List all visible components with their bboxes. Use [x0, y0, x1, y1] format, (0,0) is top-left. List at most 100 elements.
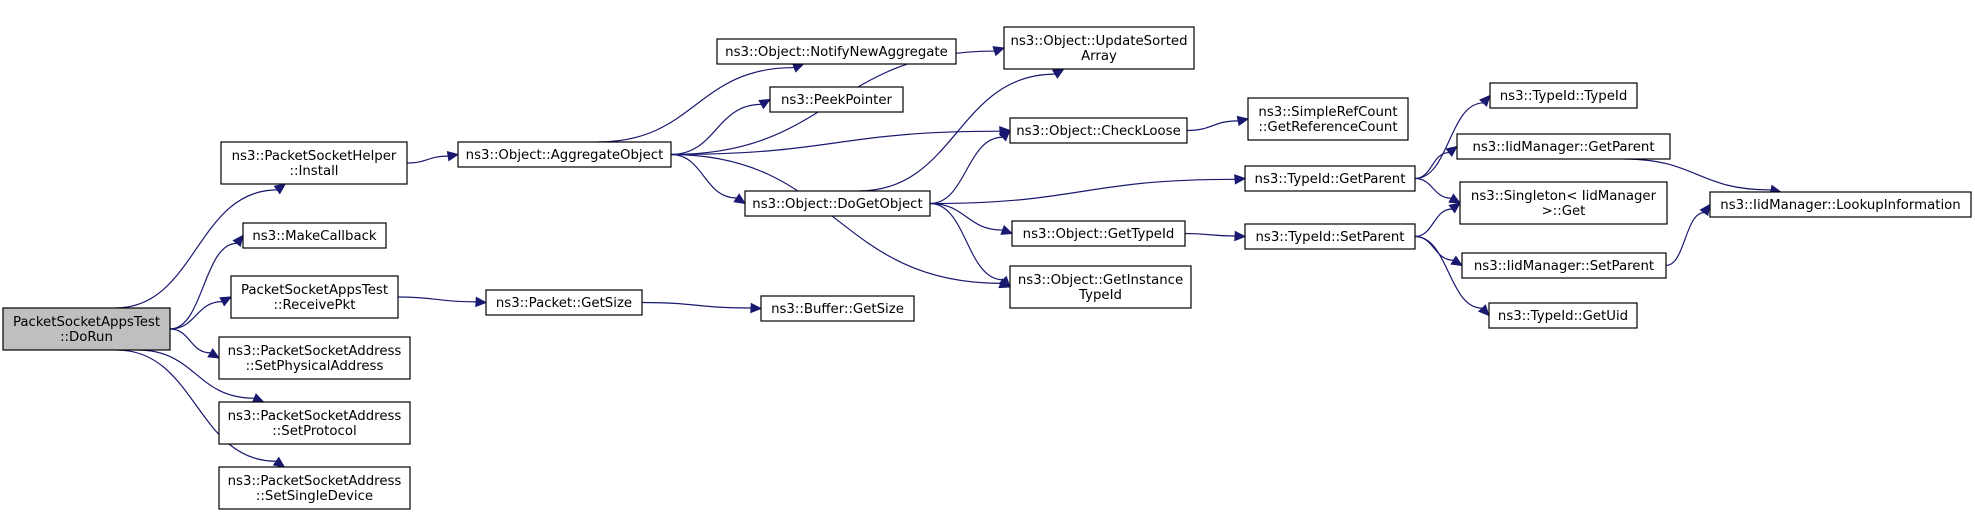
- node-box: [218, 466, 411, 510]
- edge-dorun-to-setphys: [169, 328, 221, 359]
- node-label: ns3::TypeId::GetParent: [1255, 172, 1406, 187]
- node-label: ns3::PacketSocketHelper: [232, 149, 397, 164]
- node-label: ns3::Object::CheckLoose: [1016, 124, 1181, 139]
- edge-gettypeid-to-tsetparent: [1184, 230, 1247, 242]
- node-box: [230, 275, 399, 319]
- edge-checkloose-to-simpleref: [1186, 115, 1250, 132]
- node-label: PacketSocketAppsTest: [241, 283, 388, 298]
- node-box: [1456, 133, 1671, 160]
- node-label: ns3::IidManager::LookupInformation: [1720, 198, 1960, 213]
- node-label: ns3::TypeId::TypeId: [1500, 89, 1628, 104]
- node-ttypeid[interactable]: ns3::TypeId::TypeId: [1489, 82, 1638, 109]
- node-label: ::SetPhysicalAddress: [246, 359, 384, 374]
- edge-tsetparent-to-tgetuid: [1414, 235, 1490, 317]
- edge-aggregate-to-getinstance: [670, 153, 1012, 289]
- node-box: [485, 289, 643, 316]
- node-pktgetsize[interactable]: ns3::Packet::GetSize: [485, 289, 643, 316]
- node-peek[interactable]: ns3::PeekPointer: [769, 86, 904, 113]
- node-setphys[interactable]: ns3::PacketSocketAddress::SetPhysicalAdd…: [218, 336, 411, 380]
- node-receivepkt[interactable]: PacketSocketAppsTest::ReceivePkt: [230, 275, 399, 319]
- edge-dogetobject-to-getinstance: [929, 202, 1011, 288]
- node-gettypeid[interactable]: ns3::Object::GetTypeId: [1011, 220, 1186, 247]
- node-makecallback[interactable]: ns3::MakeCallback: [242, 222, 387, 249]
- node-box: [1247, 97, 1409, 141]
- node-box: [457, 141, 672, 168]
- node-label: ns3::Object::AggregateObject: [466, 148, 664, 163]
- node-label: ns3::PacketSocketAddress: [228, 409, 402, 424]
- node-checkloose[interactable]: ns3::Object::CheckLoose: [1009, 117, 1188, 144]
- node-setsingle[interactable]: ns3::PacketSocketAddress::SetSingleDevic…: [218, 466, 411, 510]
- node-label: ns3::SimpleRefCount: [1258, 105, 1397, 120]
- edge-tgetparent-to-singleton: [1414, 177, 1462, 204]
- node-isetparent[interactable]: ns3::IidManager::SetParent: [1461, 252, 1667, 279]
- edge-tsetparent-to-singleton: [1414, 202, 1461, 238]
- node-install[interactable]: ns3::PacketSocketHelper::Install: [220, 141, 408, 185]
- edge-isetparent-to-lookup: [1665, 203, 1711, 267]
- edge-receivepkt-to-pktgetsize: [397, 296, 488, 308]
- node-box: [760, 295, 915, 322]
- node-box: [1244, 223, 1416, 250]
- node-label: ns3::Object::NotifyNewAggregate: [725, 45, 948, 60]
- node-box: [1009, 117, 1188, 144]
- node-label: ns3::TypeId::GetUid: [1498, 309, 1628, 324]
- node-box: [1488, 302, 1638, 329]
- node-box: [1011, 220, 1186, 247]
- node-tgetuid[interactable]: ns3::TypeId::GetUid: [1488, 302, 1638, 329]
- node-label: ns3::IidManager::GetParent: [1472, 140, 1654, 155]
- node-box: [218, 336, 411, 380]
- node-label: ns3::Object::UpdateSorted: [1010, 34, 1187, 49]
- node-label: ::GetReferenceCount: [1258, 120, 1397, 135]
- node-label: ns3::PacketSocketAddress: [228, 474, 402, 489]
- node-box: [1244, 165, 1416, 192]
- function-nodes: PacketSocketAppsTest::DoRunns3::PacketSo…: [2, 26, 1972, 510]
- node-lookup[interactable]: ns3::IidManager::LookupInformation: [1709, 191, 1972, 218]
- node-label: ::SetSingleDevice: [256, 489, 373, 504]
- node-label: ns3::PeekPointer: [781, 93, 893, 108]
- node-box: [1003, 26, 1195, 70]
- edge-tgetparent-to-igetparent: [1414, 145, 1458, 180]
- node-label: ns3::Packet::GetSize: [496, 296, 632, 311]
- node-igetparent[interactable]: ns3::IidManager::GetParent: [1456, 133, 1671, 160]
- edge-dogetobject-to-tgetparent: [929, 174, 1247, 205]
- node-box: [220, 141, 408, 185]
- edge-aggregate-to-dogetobject: [670, 153, 747, 205]
- edge-dorun-to-receivepkt: [169, 296, 233, 330]
- node-box: [1709, 191, 1972, 218]
- node-bufgetsize[interactable]: ns3::Buffer::GetSize: [760, 295, 915, 322]
- node-box: [1461, 252, 1667, 279]
- edge-dorun-to-setsingle: [116, 349, 286, 468]
- node-label: ::ReceivePkt: [274, 298, 356, 313]
- node-label: >::Get: [1542, 204, 1586, 219]
- node-label: ns3::Buffer::GetSize: [771, 302, 904, 317]
- node-tsetparent[interactable]: ns3::TypeId::SetParent: [1244, 223, 1416, 250]
- node-setproto[interactable]: ns3::PacketSocketAddress::SetProtocol: [218, 401, 411, 445]
- node-label: ns3::Object::DoGetObject: [752, 197, 922, 212]
- node-label: ns3::PacketSocketAddress: [228, 344, 402, 359]
- node-box: [218, 401, 411, 445]
- edge-dorun-to-makecallback: [169, 234, 244, 330]
- node-box: [1009, 265, 1192, 309]
- edge-dogetobject-to-updatesorted: [858, 68, 1065, 192]
- edge-aggregate-to-notify: [597, 62, 805, 143]
- node-label: ns3::Object::GetInstance: [1018, 273, 1183, 288]
- node-label: ns3::IidManager::SetParent: [1474, 259, 1654, 274]
- node-aggregate[interactable]: ns3::Object::AggregateObject: [457, 141, 672, 168]
- node-simpleref[interactable]: ns3::SimpleRefCount::GetReferenceCount: [1247, 97, 1409, 141]
- edge-dorun-to-install: [115, 183, 287, 309]
- node-label: ::Install: [290, 164, 339, 179]
- node-notify[interactable]: ns3::Object::NotifyNewAggregate: [716, 38, 957, 65]
- edge-pktgetsize-to-bufgetsize: [641, 301, 763, 314]
- node-label: ::SetProtocol: [272, 424, 356, 439]
- node-label: PacketSocketAppsTest: [13, 315, 160, 330]
- node-box: [1489, 82, 1638, 109]
- node-tgetparent[interactable]: ns3::TypeId::GetParent: [1244, 165, 1416, 192]
- edge-install-to-aggregate: [406, 151, 460, 164]
- edge-dogetobject-to-checkloose: [929, 129, 1011, 205]
- node-dogetobject[interactable]: ns3::Object::DoGetObject: [744, 190, 931, 217]
- node-singleton[interactable]: ns3::Singleton< IidManager >::Get: [1459, 181, 1668, 225]
- node-label: ns3::Singleton< IidManager: [1471, 189, 1657, 204]
- node-label: ns3::Object::GetTypeId: [1023, 227, 1175, 242]
